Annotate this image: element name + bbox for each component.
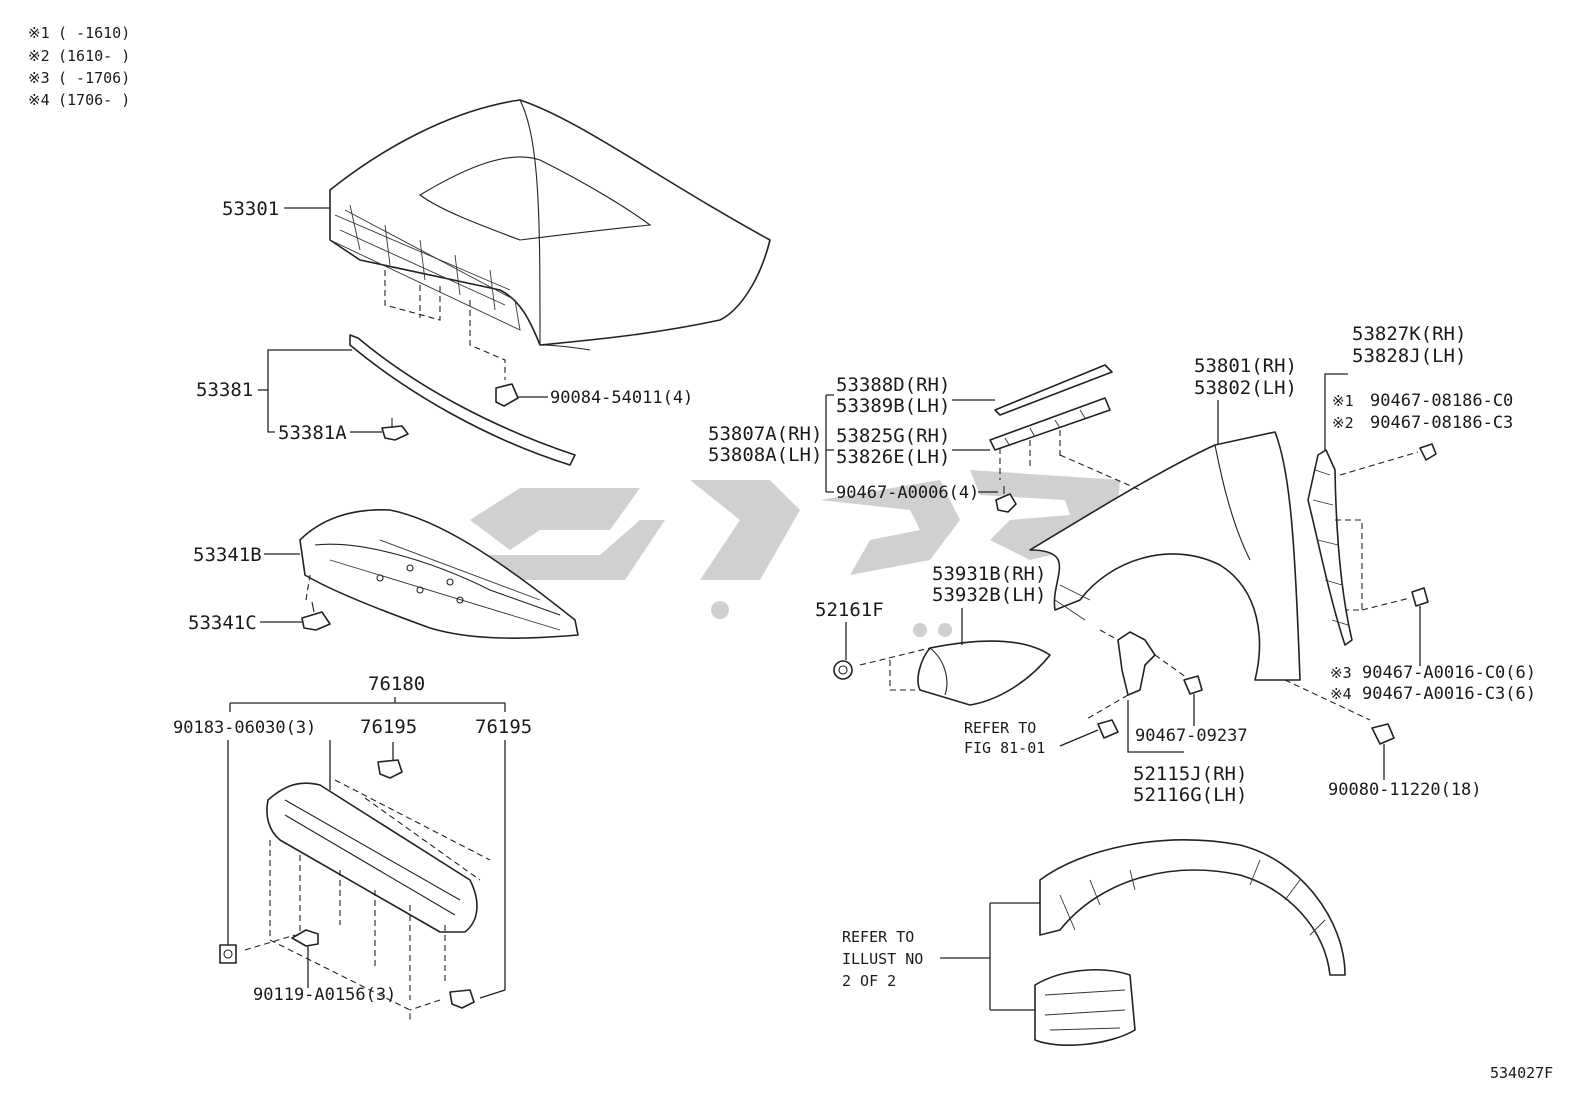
label-seal-a-rh: 53388D(RH) — [836, 374, 950, 396]
fender-liner-rear — [1034, 969, 1136, 1046]
clip-icon — [449, 989, 475, 1009]
label-clip-n3-mark: ※3 — [1330, 664, 1352, 682]
label-refer-illust-3: 2 OF 2 — [842, 972, 896, 990]
label-liner-rh: 53827K(RH) — [1352, 323, 1466, 345]
clip-icon — [381, 418, 409, 441]
notes-legend: ※1 ( -1610) ※2 (1610- ) ※3 ( -1706) ※4 (… — [28, 24, 130, 109]
bolt-icon — [291, 929, 319, 947]
hood-panel — [329, 99, 771, 346]
label-cushion: 90084-54011(4) — [550, 388, 693, 408]
label-liner-lh: 53828J(LH) — [1352, 345, 1466, 367]
label-refer-illust-1: REFER TO — [842, 928, 914, 946]
clip-icon — [377, 759, 403, 779]
bolt-icon — [1097, 719, 1119, 739]
label-screw: 90467-09237 — [1135, 726, 1248, 746]
label-refer-illust-2: ILLUST NO — [842, 950, 923, 968]
label-refer-fig-1: REFER TO — [964, 719, 1036, 737]
fender-seal-b — [989, 397, 1111, 451]
label-cover-lh: 53932B(LH) — [932, 584, 1046, 606]
label-refer-fig-2: FIG 81-01 — [964, 739, 1045, 757]
fender-bracket — [1117, 631, 1156, 696]
note-4-range: (1706- ) — [58, 91, 130, 109]
front-fender — [1029, 431, 1301, 681]
label-scoop-clip-b: 76195 — [475, 716, 532, 738]
label-bracket-rh: 52115J(RH) — [1133, 763, 1247, 785]
hood-seal — [349, 334, 576, 466]
label-seal-group: 53381 — [196, 379, 253, 401]
label-seal-clip: 53381A — [278, 422, 347, 444]
label-seal-a-lh: 53389B(LH) — [836, 395, 950, 417]
label-clip-n4: 90467-A0016-C3(6) — [1362, 684, 1536, 704]
fender-liner-seal — [1307, 449, 1353, 646]
label-clip-n3: 90467-A0016-C0(6) — [1362, 663, 1536, 683]
bolt-icon — [1371, 723, 1395, 745]
label-seal-group-lh: 53808A(LH) — [708, 444, 822, 466]
cushion-icon — [495, 383, 519, 407]
grommet-icon — [833, 660, 853, 680]
fender-side-cover — [917, 640, 1051, 706]
screw-icon — [1183, 675, 1203, 695]
label-clip-n4-mark: ※4 — [1330, 685, 1352, 703]
label-hood: 53301 — [222, 198, 279, 220]
note-2-mark: ※2 — [28, 47, 50, 65]
note-4-mark: ※4 — [28, 91, 50, 109]
clip-icon — [1411, 587, 1429, 607]
label-bracket-lh: 52116G(LH) — [1133, 784, 1247, 806]
note-1-mark: ※1 — [28, 24, 50, 42]
label-bolt: 90119-A0156(3) — [253, 985, 396, 1005]
label-scoop-clip-a: 76195 — [360, 716, 417, 738]
label-fender-bolt: 90080-11220(18) — [1328, 780, 1482, 800]
fender-seal-a — [994, 364, 1113, 416]
hood-scoop — [266, 782, 478, 933]
label-grommet: 52161F — [815, 599, 884, 621]
clip-icon — [995, 486, 1017, 513]
figure-id: 534027F — [1490, 1064, 1553, 1082]
clip-icon — [301, 601, 331, 631]
label-insulator-clip: 53341C — [188, 612, 257, 634]
label-cover-rh: 53931B(RH) — [932, 563, 1046, 585]
label-scoop-group: 76180 — [368, 673, 425, 695]
hood-assembly — [329, 99, 771, 351]
note-3-mark: ※3 — [28, 69, 50, 87]
hood-insulator — [299, 508, 579, 639]
label-seal-b-lh: 53826E(LH) — [836, 446, 950, 468]
note-3-range: ( -1706) — [58, 69, 130, 87]
label-fender-rh: 53801(RH) — [1194, 355, 1297, 377]
note-1-range: ( -1610) — [58, 24, 130, 42]
label-insulator: 53341B — [193, 544, 262, 566]
label-seal-clip2: 90467-A0006(4) — [836, 483, 979, 503]
fender-liner — [1039, 839, 1346, 976]
note-2-range: (1610- ) — [58, 47, 130, 65]
nut-icon — [219, 944, 237, 964]
clip-icon — [1419, 443, 1437, 461]
watermark-logo — [425, 470, 1120, 637]
label-fender-lh: 53802(LH) — [1194, 377, 1297, 399]
label-clip-n1-mark: ※1 — [1332, 392, 1354, 410]
label-clip-n2-mark: ※2 — [1332, 414, 1354, 432]
label-seal-group-rh: 53807A(RH) — [708, 423, 822, 445]
label-nut: 90183-06030(3) — [173, 718, 316, 738]
label-clip-n1: 90467-08186-C0 — [1370, 391, 1513, 411]
label-seal-b-rh: 53825G(RH) — [836, 425, 950, 447]
label-clip-n2: 90467-08186-C3 — [1370, 413, 1513, 433]
